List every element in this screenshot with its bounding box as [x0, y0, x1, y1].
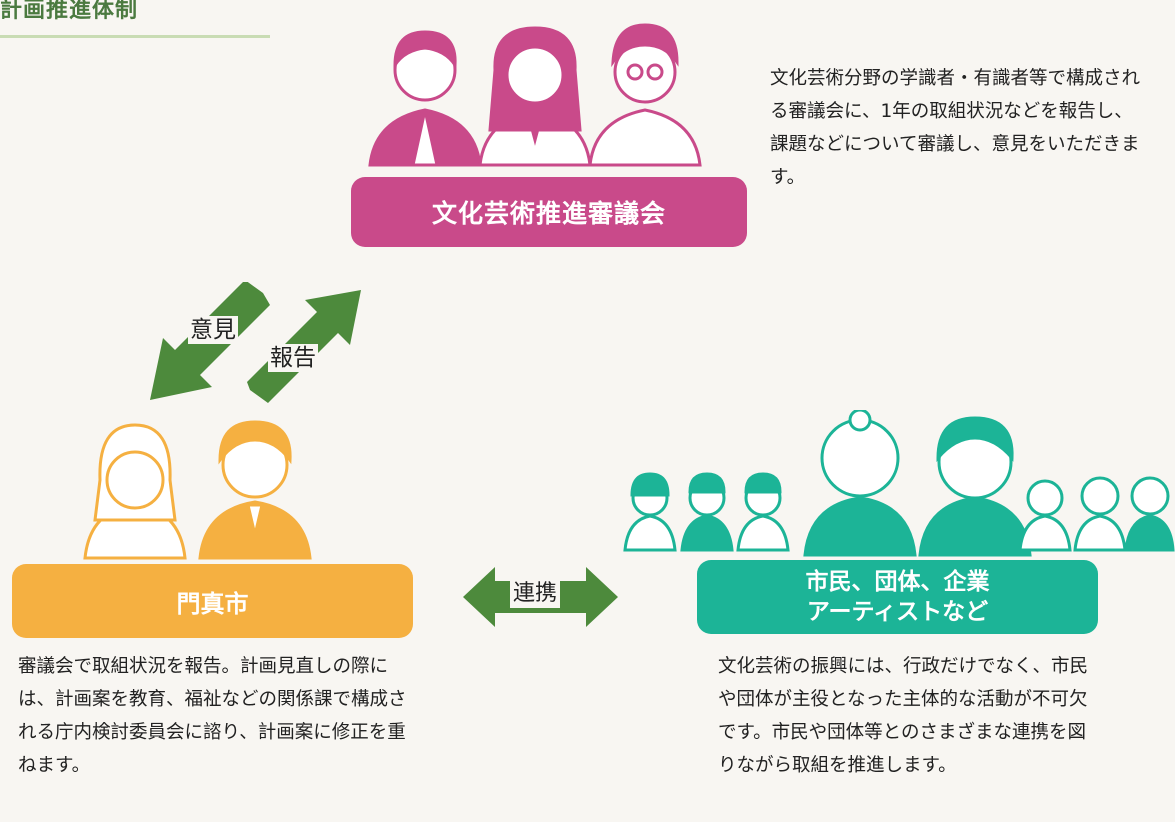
page-title: 計画推進体制	[0, 0, 139, 23]
citizens-group-illustration	[623, 410, 1175, 557]
citizens-box-line1: 市民、団体、企業	[805, 569, 990, 595]
citizens-box-line2: アーティストなど	[806, 599, 989, 625]
city-box-label: 門真市	[176, 589, 249, 618]
citizens-description: 文化芸術の振興には、行政だけでなく、市民や団体が主役となった主体的な活動が不可欠…	[718, 656, 1089, 776]
report-label: 報告	[268, 344, 318, 372]
opinion-label: 意見	[188, 316, 238, 344]
council-box: 文化芸術推進審議会	[351, 177, 747, 247]
title-underline	[0, 35, 270, 38]
citizens-box: 市民、団体、企業 アーティストなど	[697, 560, 1098, 634]
cooperation-label: 連携	[510, 580, 561, 608]
council-members-illustration	[368, 23, 702, 167]
council-box-label: 文化芸術推進審議会	[431, 199, 666, 228]
council-description: 文化芸術分野の学識者・有識者等で構成される審議会に、1年の取組状況などを報告し、…	[770, 68, 1141, 188]
city-box: 門真市	[12, 564, 413, 638]
city-staff-illustration	[83, 420, 312, 560]
city-description: 審議会で取組状況を報告。計画見直しの際には、計画案を教育、福祉などの関係課で構成…	[18, 656, 407, 776]
